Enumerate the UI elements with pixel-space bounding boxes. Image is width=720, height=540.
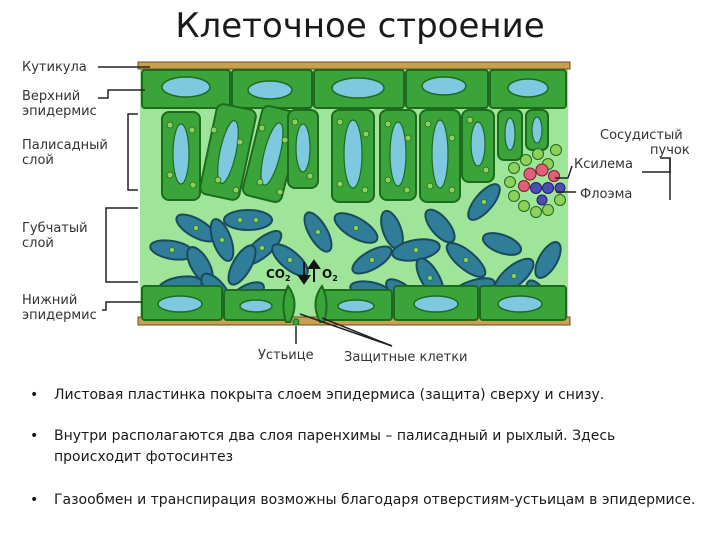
bullet-text: Листовая пластинка покрыта слоем эпидерм…	[54, 385, 700, 406]
bullet-item: • Листовая пластинка покрыта слоем эпиде…	[30, 385, 700, 406]
bullet-text: Внутри располагаются два слоя паренхимы …	[54, 426, 700, 468]
slide-title: Клеточное строение	[0, 6, 720, 46]
lower-epidermis-cells	[142, 286, 566, 320]
label-bundle-1: Сосудистый	[600, 128, 683, 143]
bullet-item: • Газообмен и транспирация возможны благ…	[30, 490, 700, 511]
label-bundle-2: пучок	[650, 143, 690, 158]
label-xylem: Ксилема	[574, 157, 633, 172]
leaf-cross-section-diagram: CO2 O2 Кутикула Верхний эпидермис Палиса…	[0, 50, 720, 370]
label-cuticle: Кутикула	[22, 60, 87, 75]
bullet-dot: •	[30, 385, 38, 406]
bullet-text: Газообмен и транспирация возможны благод…	[54, 490, 700, 511]
label-lower-epidermis-2: эпидермис	[22, 308, 97, 323]
upper-epidermis-cells	[142, 70, 566, 108]
label-palisade-2: слой	[22, 153, 54, 168]
label-guard-cells: Защитные клетки	[344, 350, 468, 365]
upper-cuticle	[138, 62, 570, 69]
bullet-item: • Внутри располагаются два слоя паренхим…	[30, 426, 700, 468]
label-lower-epidermis-1: Нижний	[22, 293, 77, 308]
label-palisade-1: Палисадный	[22, 138, 108, 153]
label-stoma: Устьице	[258, 348, 314, 363]
label-upper-epidermis-2: эпидермис	[22, 104, 97, 119]
label-spongy-1: Губчатый	[22, 221, 88, 236]
bullet-dot: •	[30, 490, 38, 511]
stoma-dot	[293, 319, 299, 325]
bullet-dot: •	[30, 426, 38, 447]
label-phloem: Флоэма	[580, 187, 632, 202]
label-spongy-2: слой	[22, 236, 54, 251]
label-upper-epidermis-1: Верхний	[22, 89, 80, 104]
